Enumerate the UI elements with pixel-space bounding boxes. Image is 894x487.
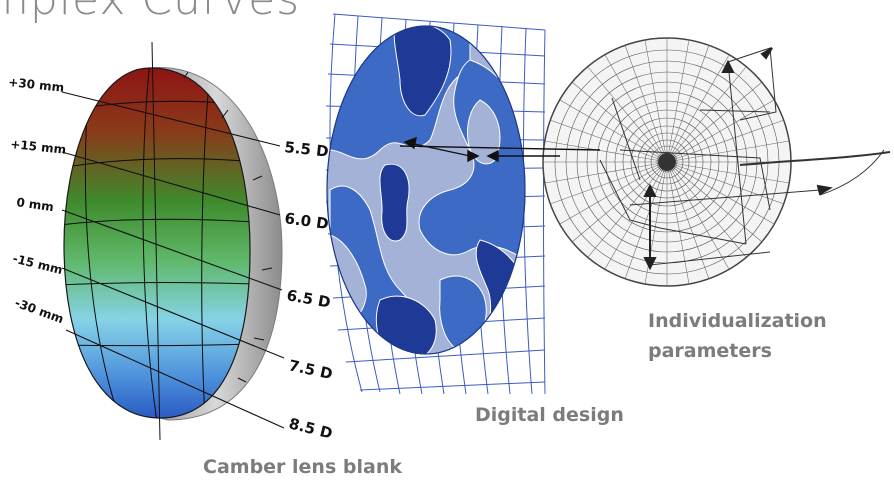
diopter-leaders (61, 91, 285, 429)
caption-individualization-line1: Individualization (648, 310, 827, 332)
caption-individualization-line2: parameters (648, 340, 772, 362)
rim-ticks (183, 71, 273, 383)
dish-spokes (543, 38, 791, 286)
dish-arrows (643, 47, 833, 271)
diopter-label-5-5: 5.5 D (284, 138, 330, 161)
height-label-30: +30 mm (8, 75, 65, 95)
dish-rod (739, 151, 891, 166)
height-labels: +30 mm +15 mm 0 mm -15 mm -30 mm (8, 75, 67, 326)
lens-blank (61, 41, 285, 441)
link-arrows (399, 136, 601, 163)
height-label-15: +15 mm (10, 137, 67, 157)
individualization-dish (542, 37, 891, 287)
diopter-label-7-5: 7.5 D (287, 356, 334, 383)
lens-axis (151, 41, 161, 441)
digital-design (325, 13, 546, 395)
diopter-label-6-5: 6.5 D (285, 286, 332, 311)
height-label-neg30: -30 mm (13, 296, 66, 327)
page-title: mplex Curves (0, 0, 300, 25)
diopter-label-6-0: 6.0 D (283, 209, 329, 233)
caption-digital-design: Digital design (475, 404, 624, 426)
height-label-0: 0 mm (16, 195, 55, 214)
diopter-label-8-5: 8.5 D (287, 414, 334, 442)
caption-lens-blank: Camber lens blank (203, 456, 402, 478)
dish-center (658, 153, 676, 171)
lens-face (63, 67, 251, 419)
height-label-neg15: -15 mm (11, 251, 64, 277)
